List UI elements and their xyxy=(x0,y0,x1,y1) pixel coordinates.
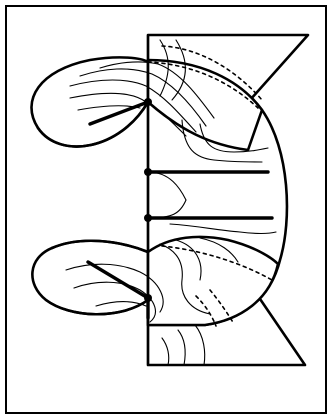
critical-point xyxy=(144,294,152,302)
critical-point xyxy=(144,214,152,222)
critical-point xyxy=(144,168,152,176)
critical-point xyxy=(144,98,152,106)
upper-left-lobe xyxy=(31,57,148,146)
